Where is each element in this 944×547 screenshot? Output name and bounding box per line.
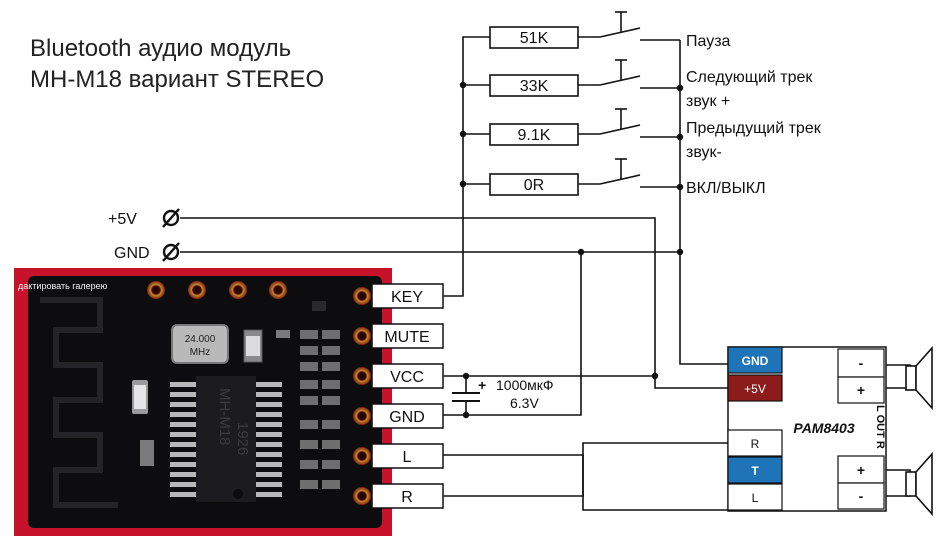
- capacitor-symbol: [452, 392, 480, 402]
- label-next-line2: звук +: [686, 93, 730, 110]
- amp-name: PAM8403: [793, 420, 854, 436]
- amp-out-plus-2-box: [837, 455, 885, 484]
- resistor-51k-label: 51K: [520, 30, 549, 47]
- capacitor-plus: +: [478, 377, 486, 393]
- bt-module-photo: дактировать галерею 24.000 MHz: [14, 268, 392, 536]
- pin-key-label: KEY: [391, 289, 423, 306]
- speaker-bottom-icon: [905, 451, 933, 517]
- amp-out-minus-1-box: [837, 348, 885, 378]
- button-switch-next: [599, 59, 641, 86]
- wire-gnd-to-module: [443, 252, 582, 416]
- antenna-trace-icon: [40, 297, 118, 508]
- title-line-1: Bluetooth аудио модуль: [30, 35, 291, 62]
- amp-side-label: L OUT R: [874, 405, 886, 449]
- capacitor-voltage: 6.3V: [510, 395, 539, 411]
- wire-switch-common-gnd: [679, 40, 728, 365]
- amplifier-board: GND +5V R T L - + + - PAM8403 L OUT R: [727, 346, 887, 512]
- label-prev-line1: Предыдущий трек: [686, 120, 822, 137]
- pin-pad-mute-icon: [353, 327, 371, 345]
- top-pad-1-icon: [147, 281, 165, 299]
- wire-key-bus: [443, 36, 490, 297]
- amp-r-box: [727, 429, 783, 457]
- amp-gnd-box: [727, 346, 783, 374]
- crystal-freq: 24.000: [185, 334, 216, 345]
- amp-out-minus-1: -: [859, 355, 864, 371]
- amp-out-plus-2: +: [857, 462, 865, 478]
- chip-marking-2: 1926: [234, 422, 251, 455]
- button-switch-power: [599, 158, 641, 185]
- top-pad-4-icon: [269, 281, 287, 299]
- pin-l-label: L: [403, 449, 412, 466]
- terminal-plus5v-label: +5V: [108, 211, 137, 228]
- label-pause: Пауза: [686, 33, 731, 50]
- pin-gnd-label: GND: [389, 409, 425, 426]
- chip-body-icon: [196, 376, 256, 502]
- photo-overlay-text: дактировать галерею: [18, 281, 108, 291]
- pin-l: L: [371, 443, 444, 469]
- pin-vcc-label: VCC: [390, 369, 424, 386]
- pin-pad-r-icon: [353, 487, 371, 505]
- resistor-9k1: 9.1K: [489, 123, 579, 146]
- amp-t-box: [727, 456, 783, 484]
- top-pad-2-icon: [188, 281, 206, 299]
- resistor-33k-label: 33K: [520, 78, 549, 95]
- amp-t-label: T: [751, 464, 759, 478]
- pin-pad-vcc-icon: [353, 367, 371, 385]
- capacitor-value: 1000мкФ: [496, 377, 554, 393]
- amp-l-box: [727, 483, 783, 511]
- amp-gnd-label: GND: [742, 354, 769, 368]
- label-prev-line2: звук-: [686, 144, 722, 161]
- pin-key: KEY: [371, 283, 444, 309]
- amp-out-plus-1: +: [857, 382, 865, 398]
- push-buttons: [599, 11, 641, 185]
- amp-l-label: L: [752, 491, 759, 505]
- junctions: [459, 81, 684, 419]
- pin-pad-gnd-icon: [353, 407, 371, 425]
- crystal-icon: [171, 324, 229, 364]
- resistor-9k1-label: 9.1K: [518, 127, 551, 144]
- pin-mute: MUTE: [371, 323, 444, 349]
- terminal-plus5v-icon: [162, 208, 180, 228]
- resistor-33k: 33K: [489, 74, 579, 97]
- label-power: ВКЛ/ВЫКЛ: [686, 180, 766, 197]
- wire-plus5v: [180, 217, 728, 389]
- resistor-0r: 0R: [489, 173, 579, 196]
- chip-marking-1: MH-M18: [216, 388, 233, 446]
- label-next-line1: Следующий трек: [686, 69, 813, 86]
- amp-out-plus-1-box: [837, 376, 885, 404]
- title-line-2: MH-M18 вариант STEREO: [30, 66, 324, 93]
- amp-out-minus-2-box: [837, 482, 885, 510]
- amp-plus5v-label: +5V: [744, 382, 766, 396]
- pin-r: R: [371, 483, 444, 509]
- speaker-top-icon: [905, 345, 933, 411]
- amp-plus5v-box: [727, 374, 783, 402]
- button-switch-prev: [599, 108, 641, 135]
- amp-out-minus-2: -: [859, 488, 864, 504]
- amp-r-label: R: [751, 437, 760, 451]
- pin-mute-label: MUTE: [384, 329, 429, 346]
- chip-pins-icon: [170, 382, 282, 497]
- terminal-gnd-label: GND: [114, 245, 150, 262]
- pin-pad-key-icon: [353, 287, 371, 305]
- wire-audio-l: [443, 454, 728, 511]
- resistor-0r-label: 0R: [524, 177, 544, 194]
- terminal-gnd-icon: [162, 242, 180, 262]
- resistor-51k: 51K: [489, 26, 579, 49]
- top-pad-3-icon: [229, 281, 247, 299]
- pin-r-label: R: [401, 489, 413, 506]
- button-switch-pause: [599, 11, 641, 38]
- wire-audio-r: [443, 442, 728, 497]
- pin-gnd: GND: [371, 403, 444, 429]
- pin-pad-l-icon: [353, 447, 371, 465]
- crystal-unit: MHz: [190, 347, 211, 358]
- pin-vcc: VCC: [371, 363, 444, 389]
